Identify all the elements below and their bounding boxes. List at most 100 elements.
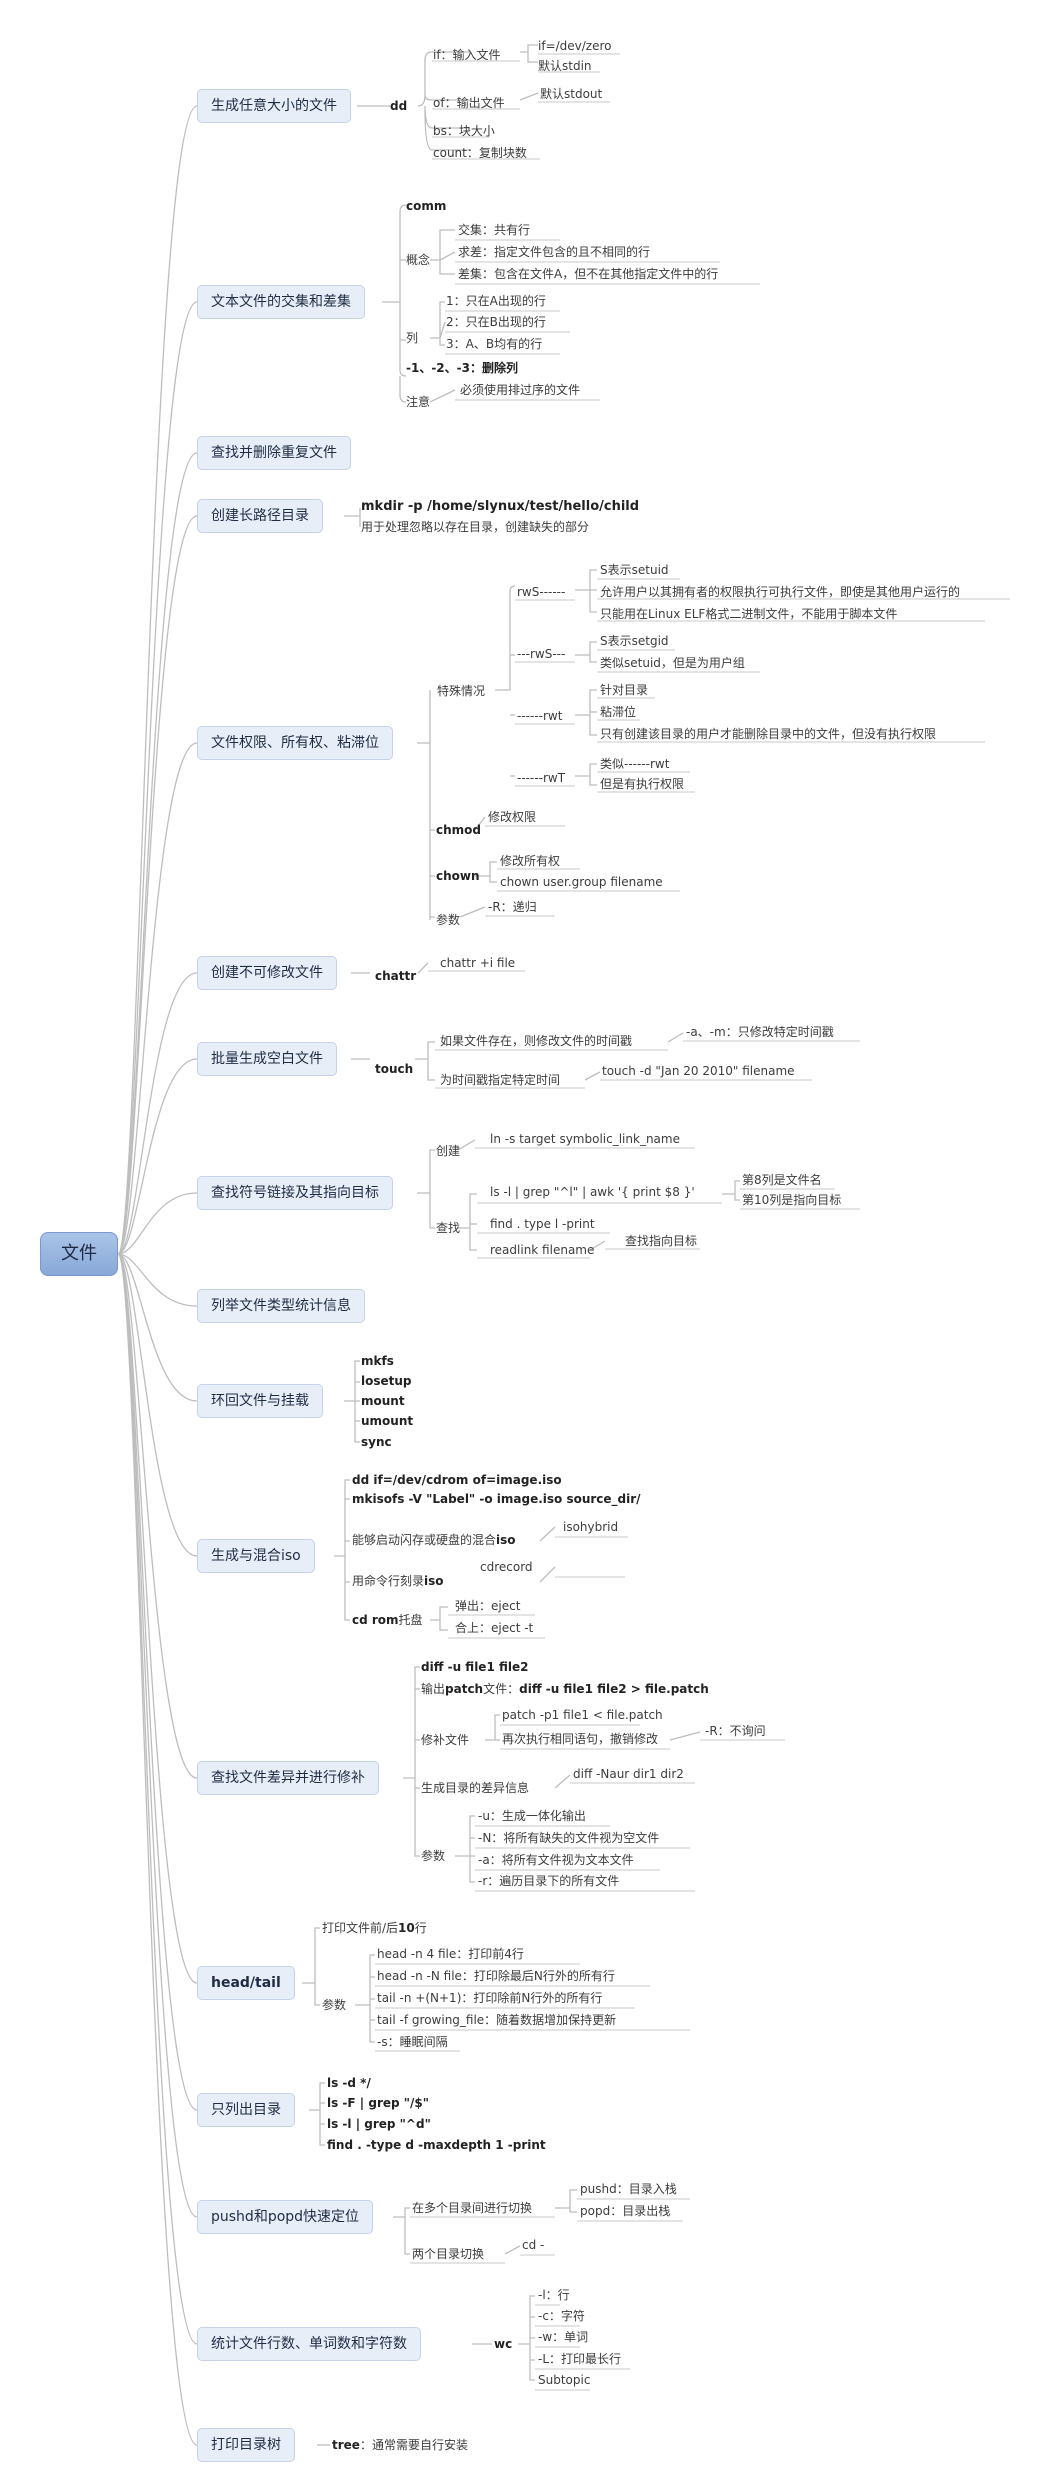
category-node[interactable]: 列举文件类型统计信息 (197, 1289, 365, 1323)
patch-diff[interactable]: diff -u file1 file2 (421, 1660, 529, 1674)
pushd-cd[interactable]: cd - (522, 2238, 545, 2252)
iso-burn[interactable]: 用命令行刻录iso (352, 1573, 444, 1589)
perm-rwT-desc2[interactable]: 但是有执行权限 (600, 777, 685, 791)
perm-special[interactable]: 特殊情况 (437, 684, 486, 698)
loop-mount[interactable]: mount (361, 1394, 405, 1408)
patch-dir-cmd[interactable]: diff -Naur dir1 dir2 (573, 1767, 684, 1781)
link-find-cmd[interactable]: find . type l -print (490, 1217, 595, 1231)
perm-rws[interactable]: rwS------ (517, 585, 566, 599)
dirs-find[interactable]: find . -type d -maxdepth 1 -print (327, 2138, 546, 2152)
perm-setgid-desc[interactable]: 类似setuid，但是为用户组 (600, 656, 745, 670)
mkdir-desc[interactable]: 用于处理忽略以存在目录，创建缺失的部分 (361, 520, 590, 534)
category-node[interactable]: 查找文件差异并进行修补 (197, 1761, 379, 1795)
category-node[interactable]: 查找并删除重复文件 (197, 436, 351, 470)
dd-if-zero[interactable]: if=/dev/zero (538, 39, 612, 53)
perm-chown[interactable]: chown (436, 869, 480, 883)
wc-w[interactable]: -w：单词 (538, 2330, 589, 2344)
perm-rwt-desc3[interactable]: 只有创建该目录的用户才能删除目录中的文件，但没有执行权限 (600, 727, 937, 741)
category-node[interactable]: 文本文件的交集和差集 (197, 285, 365, 319)
loop-umount[interactable]: umount (361, 1414, 414, 1428)
comm-note-text[interactable]: 必须使用排过序的文件 (460, 383, 581, 397)
patch-fix-cmd[interactable]: patch -p1 file1 < file.patch (502, 1708, 663, 1722)
perm-param-r[interactable]: -R：递归 (488, 900, 537, 914)
comm-column[interactable]: 列 (406, 331, 419, 345)
patch-fix[interactable]: 修补文件 (421, 1733, 470, 1747)
link-readlink[interactable]: readlink filename (490, 1243, 595, 1257)
dd-of[interactable]: of：输出文件 (433, 96, 505, 110)
category-node[interactable]: 统计文件行数、单词数和字符数 (197, 2327, 421, 2361)
headtail-h4[interactable]: head -n 4 file：打印前4行 (377, 1947, 524, 1961)
comm-delete[interactable]: -1、-2、-3：删除列 (406, 361, 518, 375)
link-find[interactable]: 查找 (436, 1221, 461, 1235)
wc-subtopic[interactable]: Subtopic (538, 2373, 591, 2387)
touch-exist[interactable]: 如果文件存在，则修改文件的时间戳 (440, 1034, 633, 1048)
iso-hybrid[interactable]: 能够启动闪存或硬盘的混合iso (352, 1532, 516, 1548)
patch-revert[interactable]: 再次执行相同语句，撤销修改 (502, 1732, 659, 1746)
iso-eject[interactable]: 弹出：eject (455, 1599, 521, 1613)
perm-param[interactable]: 参数 (436, 913, 461, 927)
perm-setgid[interactable]: S表示setgid (600, 634, 669, 648)
patch-param-N[interactable]: -N：将所有缺失的文件视为空文件 (478, 1831, 660, 1845)
chattr-desc[interactable]: chattr +i file (440, 956, 516, 970)
comm-diff[interactable]: 差集：包含在文件A，但不在其他指定文件中的行 (458, 267, 719, 281)
comm-col-2[interactable]: 2：只在B出现的行 (446, 315, 546, 329)
mkdir-cmd[interactable]: mkdir -p /home/slynux/test/hello/child (361, 499, 640, 514)
comm-cmd[interactable]: comm (406, 199, 447, 213)
dd-if[interactable]: if：输入文件 (433, 48, 501, 62)
patch-dir[interactable]: 生成目录的差异信息 (421, 1781, 530, 1795)
category-node[interactable]: 创建不可修改文件 (197, 956, 337, 990)
perm-setuid-desc1[interactable]: 允许用户以其拥有者的权限执行可执行文件，即使是其他用户运行的 (600, 585, 961, 599)
headtail-tN[interactable]: tail -n +(N+1)：打印除前N行外的所有行 (377, 1991, 603, 2005)
link-create-cmd[interactable]: ln -s target symbolic_link_name (490, 1132, 680, 1146)
wc-cmd[interactable]: wc (494, 2337, 513, 2351)
wc-c[interactable]: -c：字符 (538, 2309, 585, 2323)
dirs-ls-l[interactable]: ls -l | grep "^d" (327, 2117, 431, 2131)
category-node[interactable]: 环回文件与挂载 (197, 1384, 323, 1418)
touch-am[interactable]: -a、-m：只修改特定时间戳 (686, 1025, 834, 1039)
comm-concept[interactable]: 概念 (406, 253, 431, 267)
patch-param-a[interactable]: -a：将所有文件视为文本文件 (478, 1853, 634, 1867)
comm-col-1[interactable]: 1：只在A出现的行 (446, 294, 546, 308)
loop-sync[interactable]: sync (361, 1435, 392, 1449)
chattr-cmd[interactable]: chattr (375, 969, 417, 983)
link-readlink-desc[interactable]: 查找指向目标 (625, 1234, 698, 1248)
perm-chmod[interactable]: chmod (436, 823, 481, 837)
perm-chmod-desc[interactable]: 修改权限 (488, 810, 537, 824)
pushd-multi[interactable]: 在多个目录间进行切换 (412, 2201, 533, 2215)
link-col10[interactable]: 第10列是指向目标 (742, 1193, 842, 1207)
category-node[interactable]: 创建长路径目录 (197, 499, 323, 533)
wc-L[interactable]: -L：打印最长行 (538, 2352, 622, 2366)
iso-close[interactable]: 合上：eject -t (455, 1621, 534, 1635)
iso-dd[interactable]: dd if=/dev/cdrom of=image.iso (352, 1473, 562, 1487)
patch-param-u[interactable]: -u：生成一体化输出 (478, 1809, 586, 1823)
category-node[interactable]: 只列出目录 (197, 2093, 295, 2127)
perm-rwT[interactable]: ------rwT (517, 771, 566, 785)
category-node[interactable]: 查找符号链接及其指向目标 (197, 1176, 393, 1210)
patch-output[interactable]: 输出patch文件：diff -u file1 file2 > file.pat… (421, 1681, 709, 1697)
perm-chown-desc2[interactable]: chown user.group filename (500, 875, 663, 889)
headtail-param[interactable]: 参数 (322, 1998, 347, 2012)
comm-note[interactable]: 注意 (406, 395, 431, 409)
dirs-ls-F[interactable]: ls -F | grep "/$" (327, 2096, 429, 2110)
link-ls-cmd[interactable]: ls -l | grep "^l" | awk '{ print $8 }' (490, 1185, 695, 1199)
iso-tray[interactable]: cd rom托盘 (352, 1612, 423, 1628)
headtail-s[interactable]: -s：睡眠间隔 (377, 2035, 448, 2049)
patch-r[interactable]: -R：不询问 (705, 1724, 766, 1738)
headtail-hN[interactable]: head -n -N file：打印除最后N行外的所有行 (377, 1969, 615, 1983)
tree-node[interactable]: tree：通常需要自行安装 (332, 2437, 468, 2453)
comm-col-3[interactable]: 3：A、B均有的行 (446, 337, 543, 351)
patch-param[interactable]: 参数 (421, 1849, 446, 1863)
link-col8[interactable]: 第8列是文件名 (742, 1173, 822, 1187)
perm-setuid[interactable]: S表示setuid (600, 563, 669, 577)
category-node[interactable]: head/tail (197, 1966, 295, 2000)
loop-losetup[interactable]: losetup (361, 1374, 412, 1388)
perm-rwt[interactable]: ------rwt (517, 709, 563, 723)
perm-rws2[interactable]: ---rwS--- (517, 647, 566, 661)
link-create[interactable]: 创建 (436, 1144, 461, 1158)
perm-setuid-desc2[interactable]: 只能用在Linux ELF格式二进制文件，不能用于脚本文件 (600, 607, 898, 621)
headtail-tf[interactable]: tail -f growing_file：随着数据增加保持更新 (377, 2013, 617, 2027)
dirs-ls-d[interactable]: ls -d */ (327, 2076, 371, 2090)
category-node[interactable]: 生成与混合iso (197, 1539, 315, 1573)
loop-mkfs[interactable]: mkfs (361, 1354, 394, 1368)
dd-bs[interactable]: bs：块大小 (433, 124, 495, 138)
